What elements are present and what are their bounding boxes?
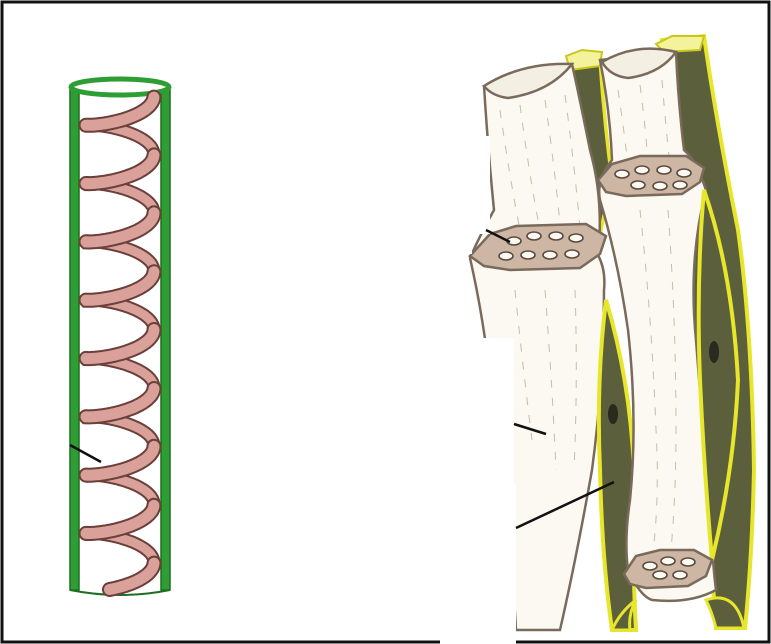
sieve-pore: [681, 558, 695, 566]
companion-nucleus-left: [608, 404, 618, 424]
sieve-pore: [615, 170, 629, 178]
xylem-vessel: [70, 79, 170, 595]
sieve-pore: [569, 234, 583, 242]
sieve-pore: [549, 232, 563, 240]
label-mask-2: [452, 234, 472, 254]
sieve-pore: [527, 232, 541, 240]
sieve-pore: [631, 181, 645, 189]
sieve-pore: [673, 571, 687, 579]
sieve-pore: [657, 166, 671, 174]
sieve-pore: [565, 250, 579, 258]
label-mask-3: [440, 338, 514, 484]
label-mask-4: [440, 484, 516, 644]
sieve-pore: [643, 562, 657, 570]
sieve-pore: [677, 169, 691, 177]
sieve-pore: [653, 571, 667, 579]
xylem-left-wall: [70, 86, 79, 590]
sieve-pore: [653, 182, 667, 190]
sieve-pore: [635, 166, 649, 174]
xylem-right-wall: [161, 86, 170, 590]
sieve-pore: [521, 251, 535, 259]
sieve-pore: [673, 181, 687, 189]
companion-nucleus-right: [709, 341, 719, 363]
label-mask-1: [452, 136, 490, 234]
sieve-pore: [499, 252, 513, 260]
sieve-pore: [543, 251, 557, 259]
sieve-pore: [661, 557, 675, 565]
